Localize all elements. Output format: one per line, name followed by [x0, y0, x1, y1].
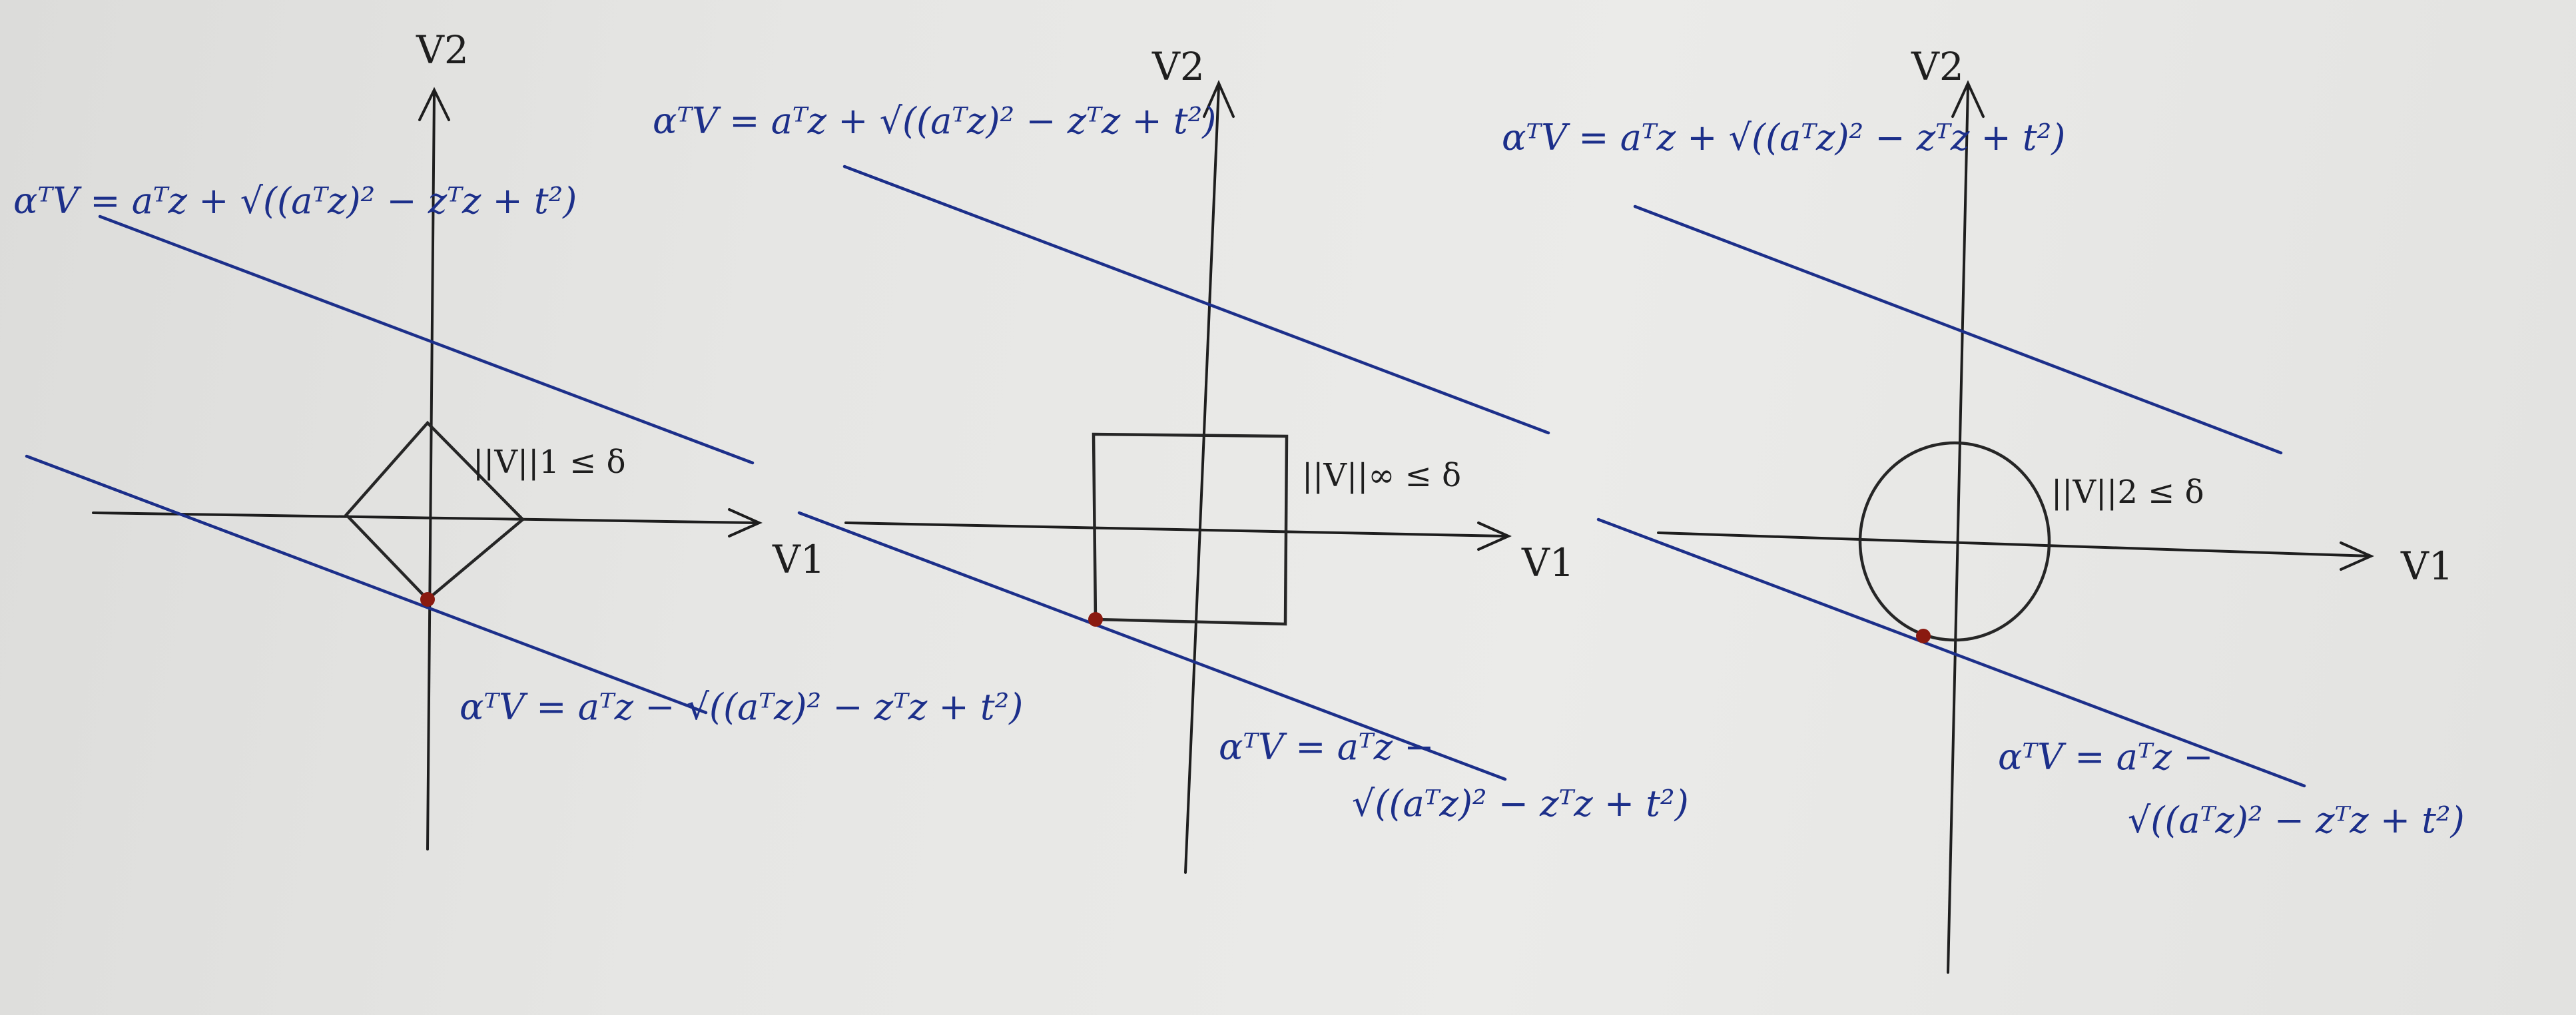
v2-axis-label: V2 [416, 27, 469, 73]
v2-axis-label: V2 [1911, 44, 1964, 89]
v1-axis-arrowhead [1477, 521, 1512, 551]
v1-axis [844, 521, 1506, 537]
v1-axis-label: V1 [1521, 540, 1574, 585]
lower-tangent-line [797, 511, 1507, 781]
v2-axis-label: V2 [1151, 44, 1205, 89]
constraint-label: ||V||1 ≤ δ [473, 444, 626, 481]
panel-linf-norm: V1 V2 ||V||∞ ≤ δ αᵀV = aᵀz + √((aᵀz)² − … [653, 44, 1689, 874]
lower-line-equation: αᵀV = aᵀz − [1998, 736, 2213, 778]
v1-axis-arrowhead [2340, 541, 2374, 571]
constraint-label: ||V||2 ≤ δ [2051, 474, 2204, 511]
tangent-point [1916, 629, 1931, 643]
tangent-point [1088, 612, 1103, 627]
panel-l2-norm: V1 V2 ||V||2 ≤ δ αᵀV = aᵀz + √((aᵀz)² − … [1502, 44, 2465, 974]
v2-axis [426, 92, 436, 850]
constraint-label: ||V||∞ ≤ δ [1302, 457, 1461, 494]
upper-tangent-line [98, 214, 755, 465]
v1-axis-label: V1 [2400, 543, 2453, 589]
tangent-point [420, 592, 435, 607]
v2-axis-arrowhead [1203, 80, 1235, 118]
lower-line-equation-continued: √((aᵀz)² − zᵀz + t²) [2128, 799, 2465, 841]
v1-axis [92, 511, 757, 524]
v1-axis [1657, 531, 2372, 557]
upper-line-equation: αᵀV = aᵀz + √((aᵀz)² − zᵀz + t²) [653, 100, 1216, 142]
upper-tangent-line [842, 165, 1550, 435]
lower-tangent-line [1596, 517, 2306, 788]
lower-tangent-line [25, 454, 708, 715]
upper-tangent-line [1633, 204, 2283, 455]
lower-line-equation: αᵀV = aᵀz − √((aᵀz)² − zᵀz + t²) [460, 686, 1023, 728]
panel-l1-norm: V1 V2 ||V||1 ≤ δ αᵀV = aᵀz + √((aᵀz)² − … [13, 27, 1023, 850]
lower-line-equation: αᵀV = aᵀz − [1219, 726, 1434, 768]
v1-axis-label: V1 [772, 537, 825, 582]
l2-ball-circle [1858, 441, 2051, 642]
linf-ball-square [1092, 432, 1289, 626]
upper-line-equation: αᵀV = aᵀz + √((aᵀz)² − zᵀz + t²) [13, 180, 577, 222]
v2-axis [1947, 85, 1969, 974]
v2-axis [1184, 85, 1220, 874]
v2-axis-arrowhead [418, 87, 450, 121]
v2-axis-arrowhead [1951, 80, 1985, 118]
upper-line-equation: αᵀV = aᵀz + √((aᵀz)² − zᵀz + t²) [1502, 117, 2065, 159]
lower-line-equation-continued: √((aᵀz)² − zᵀz + t²) [1352, 783, 1689, 825]
v1-axis-arrowhead [728, 508, 763, 537]
